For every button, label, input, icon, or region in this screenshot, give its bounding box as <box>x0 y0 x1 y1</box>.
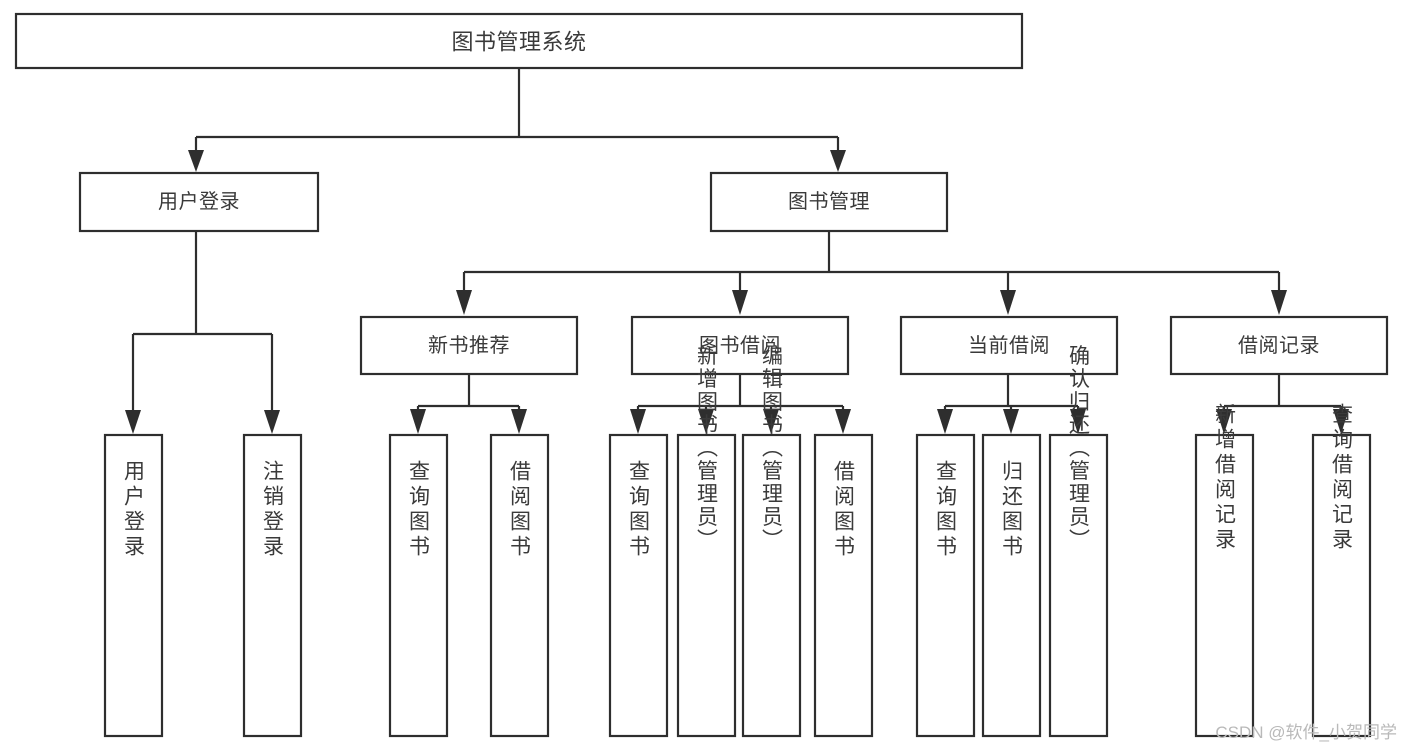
node-leaf-user-login[interactable]: 用户登录 <box>103 433 164 738</box>
node-leaf-borrow-book-2-box[interactable] <box>813 433 874 738</box>
node-leaf-query-book-2[interactable]: 查询图书 <box>608 433 669 738</box>
node-leaf-query-book-3[interactable]: 查询图书 <box>915 433 976 738</box>
node-new-book-recommend-label: 新书推荐 <box>428 334 510 357</box>
node-leaf-query-book-3-box[interactable] <box>915 433 976 738</box>
node-leaf-edit-book-label: 编辑图书（管理员） <box>760 345 784 552</box>
node-leaf-confirm-return-label: 确认归还（管理员） <box>1067 345 1091 552</box>
arrow-head-leaf-query-book-1 <box>410 409 426 434</box>
connector-layer <box>125 68 1349 434</box>
node-leaf-return-book-box[interactable] <box>981 433 1042 738</box>
arrow-head-borrow-record <box>1271 290 1287 315</box>
node-leaf-confirm-return-box[interactable] <box>1048 433 1109 738</box>
node-leaf-add-book-label: 新增图书（管理员） <box>695 345 719 552</box>
node-leaf-query-book-1-box[interactable] <box>388 433 449 738</box>
node-leaf-add-book[interactable]: 新增图书（管理员） <box>676 345 737 738</box>
node-leaf-logout-label: 注销登录 <box>261 460 285 560</box>
node-leaf-query-record-box[interactable] <box>1311 433 1372 738</box>
node-leaf-user-login-box[interactable] <box>103 433 164 738</box>
node-book-borrow-box[interactable] <box>630 315 850 376</box>
node-leaf-borrow-book-2[interactable]: 借阅图书 <box>813 433 874 738</box>
node-leaf-edit-book[interactable]: 编辑图书（管理员） <box>741 345 802 738</box>
arrow-head-leaf-confirm-return <box>1070 409 1086 434</box>
node-leaf-add-record-label: 新增借阅记录 <box>1213 403 1237 553</box>
arrow-head-leaf-return-book <box>1003 409 1019 434</box>
arrow-head-book-manage <box>830 150 846 172</box>
node-leaf-borrow-book-1-label: 借阅图书 <box>508 460 532 560</box>
node-leaf-borrow-book-1-box[interactable] <box>489 433 550 738</box>
node-borrow-record-label: 借阅记录 <box>1238 334 1320 357</box>
node-leaf-user-login-label: 用户登录 <box>122 460 146 560</box>
node-leaf-add-record[interactable]: 新增借阅记录 <box>1194 403 1255 738</box>
node-leaf-query-record-label: 查询借阅记录 <box>1330 403 1354 553</box>
node-leaf-confirm-return[interactable]: 确认归还（管理员） <box>1048 345 1109 738</box>
node-current-borrow[interactable]: 当前借阅 <box>899 315 1119 376</box>
node-leaf-borrow-book-1[interactable]: 借阅图书 <box>489 433 550 738</box>
arrow-head-leaf-query-record <box>1333 409 1349 434</box>
node-root-box[interactable] <box>14 12 1024 70</box>
arrow-head-leaf-query-book-2 <box>630 409 646 434</box>
csdn-watermark: CSDN @软件_小贺同学 <box>1215 723 1397 742</box>
arrow-head-current-borrow <box>1000 290 1016 315</box>
arrow-head-user-login <box>188 150 204 172</box>
node-book-manage-box[interactable] <box>709 171 949 233</box>
node-book-borrow[interactable]: 图书借阅 <box>630 315 850 376</box>
arrow-head-leaf-edit-book <box>763 409 779 434</box>
node-leaf-return-book[interactable]: 归还图书 <box>981 433 1042 738</box>
arrow-head-new-book-recommend <box>456 290 472 315</box>
arrow-head-leaf-add-record <box>1216 409 1232 434</box>
node-borrow-record-box[interactable] <box>1169 315 1389 376</box>
node-book-manage[interactable]: 图书管理 <box>709 171 949 233</box>
node-root[interactable]: 图书管理系统 <box>14 12 1024 70</box>
node-leaf-query-book-3-label: 查询图书 <box>934 460 958 560</box>
node-leaf-logout-box[interactable] <box>242 433 303 738</box>
arrow-head-leaf-logout <box>264 410 280 434</box>
node-current-borrow-box[interactable] <box>899 315 1119 376</box>
node-book-manage-label: 图书管理 <box>788 190 870 213</box>
node-book-borrow-label: 图书借阅 <box>699 334 781 357</box>
node-leaf-query-book-2-label: 查询图书 <box>627 460 651 560</box>
arrow-head-book-borrow <box>732 290 748 315</box>
arrow-head-leaf-borrow-book-2 <box>835 409 851 434</box>
node-new-book-recommend[interactable]: 新书推荐 <box>359 315 579 376</box>
node-leaf-add-record-box[interactable] <box>1194 433 1255 738</box>
node-leaf-query-book-1-label: 查询图书 <box>407 460 431 560</box>
node-leaf-query-record[interactable]: 查询借阅记录 <box>1311 403 1372 738</box>
node-leaf-edit-book-box[interactable] <box>741 433 802 738</box>
node-user-login-box[interactable] <box>78 171 320 233</box>
node-leaf-query-book-1[interactable]: 查询图书 <box>388 433 449 738</box>
node-leaf-return-book-label: 归还图书 <box>1000 460 1024 560</box>
node-leaf-logout[interactable]: 注销登录 <box>242 433 303 738</box>
arrow-head-leaf-add-book <box>698 409 714 434</box>
node-leaf-add-book-box[interactable] <box>676 433 737 738</box>
node-leaf-query-book-2-box[interactable] <box>608 433 669 738</box>
node-current-borrow-label: 当前借阅 <box>968 334 1050 357</box>
node-new-book-recommend-box[interactable] <box>359 315 579 376</box>
node-root-label: 图书管理系统 <box>451 30 586 55</box>
node-user-login[interactable]: 用户登录 <box>78 171 320 233</box>
node-borrow-record[interactable]: 借阅记录 <box>1169 315 1389 376</box>
arrow-head-leaf-query-book-3 <box>937 409 953 434</box>
node-user-login-label: 用户登录 <box>158 190 240 213</box>
node-leaf-borrow-book-2-label: 借阅图书 <box>832 460 856 560</box>
arrow-head-leaf-borrow-book-1 <box>511 409 527 434</box>
arrow-head-leaf-user-login <box>125 410 141 434</box>
